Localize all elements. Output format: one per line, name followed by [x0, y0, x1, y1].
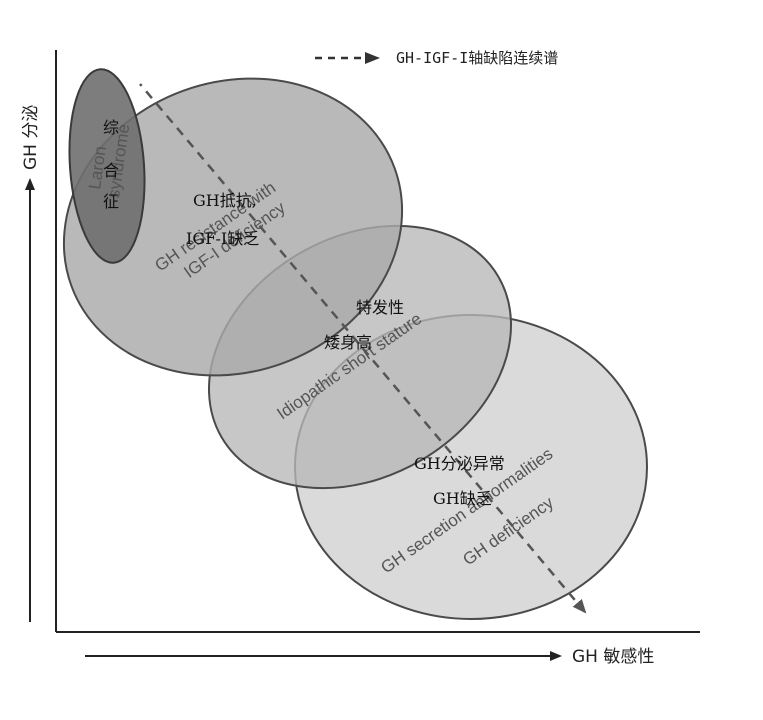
region-laron-ellipse: [68, 68, 146, 264]
gh-secretion-cn-line-1: GH分泌异常: [414, 454, 505, 473]
region-gh-resistance-ellipse: [62, 77, 404, 377]
x-axis-label: GH 敏感性: [572, 647, 654, 667]
y-axis-label: GH 分泌: [21, 105, 41, 170]
idiopathic-cn-line-1: 特发性: [356, 298, 404, 317]
axes-frame: GH 分泌 GH 敏感性: [21, 50, 700, 667]
spectrum-dashed-arrow: [139, 83, 587, 614]
legend-label: GH-IGF-I轴缺陷连续谱: [396, 49, 558, 67]
chinese-labels: 综 合 征 GH抵抗, IGF-I缺乏 特发性 矮身高 GH分泌异常 GH缺乏: [103, 118, 505, 508]
legend-arrowhead: [365, 52, 380, 64]
gh-resistance-cn-line-1: GH抵抗,: [193, 191, 257, 210]
gh-resistance-cn-line-2: IGF-I缺乏: [186, 229, 259, 248]
idiopathic-cn-line-2: 矮身高: [324, 333, 372, 352]
laron-cn-char-1: 综: [103, 118, 119, 137]
laron-cn-char-3: 征: [103, 192, 119, 211]
regions: [62, 68, 648, 620]
legend: GH-IGF-I轴缺陷连续谱: [315, 49, 558, 67]
laron-cn-char-2: 合: [103, 161, 119, 180]
gh-secretion-cn-line-2: GH缺乏: [433, 489, 492, 508]
